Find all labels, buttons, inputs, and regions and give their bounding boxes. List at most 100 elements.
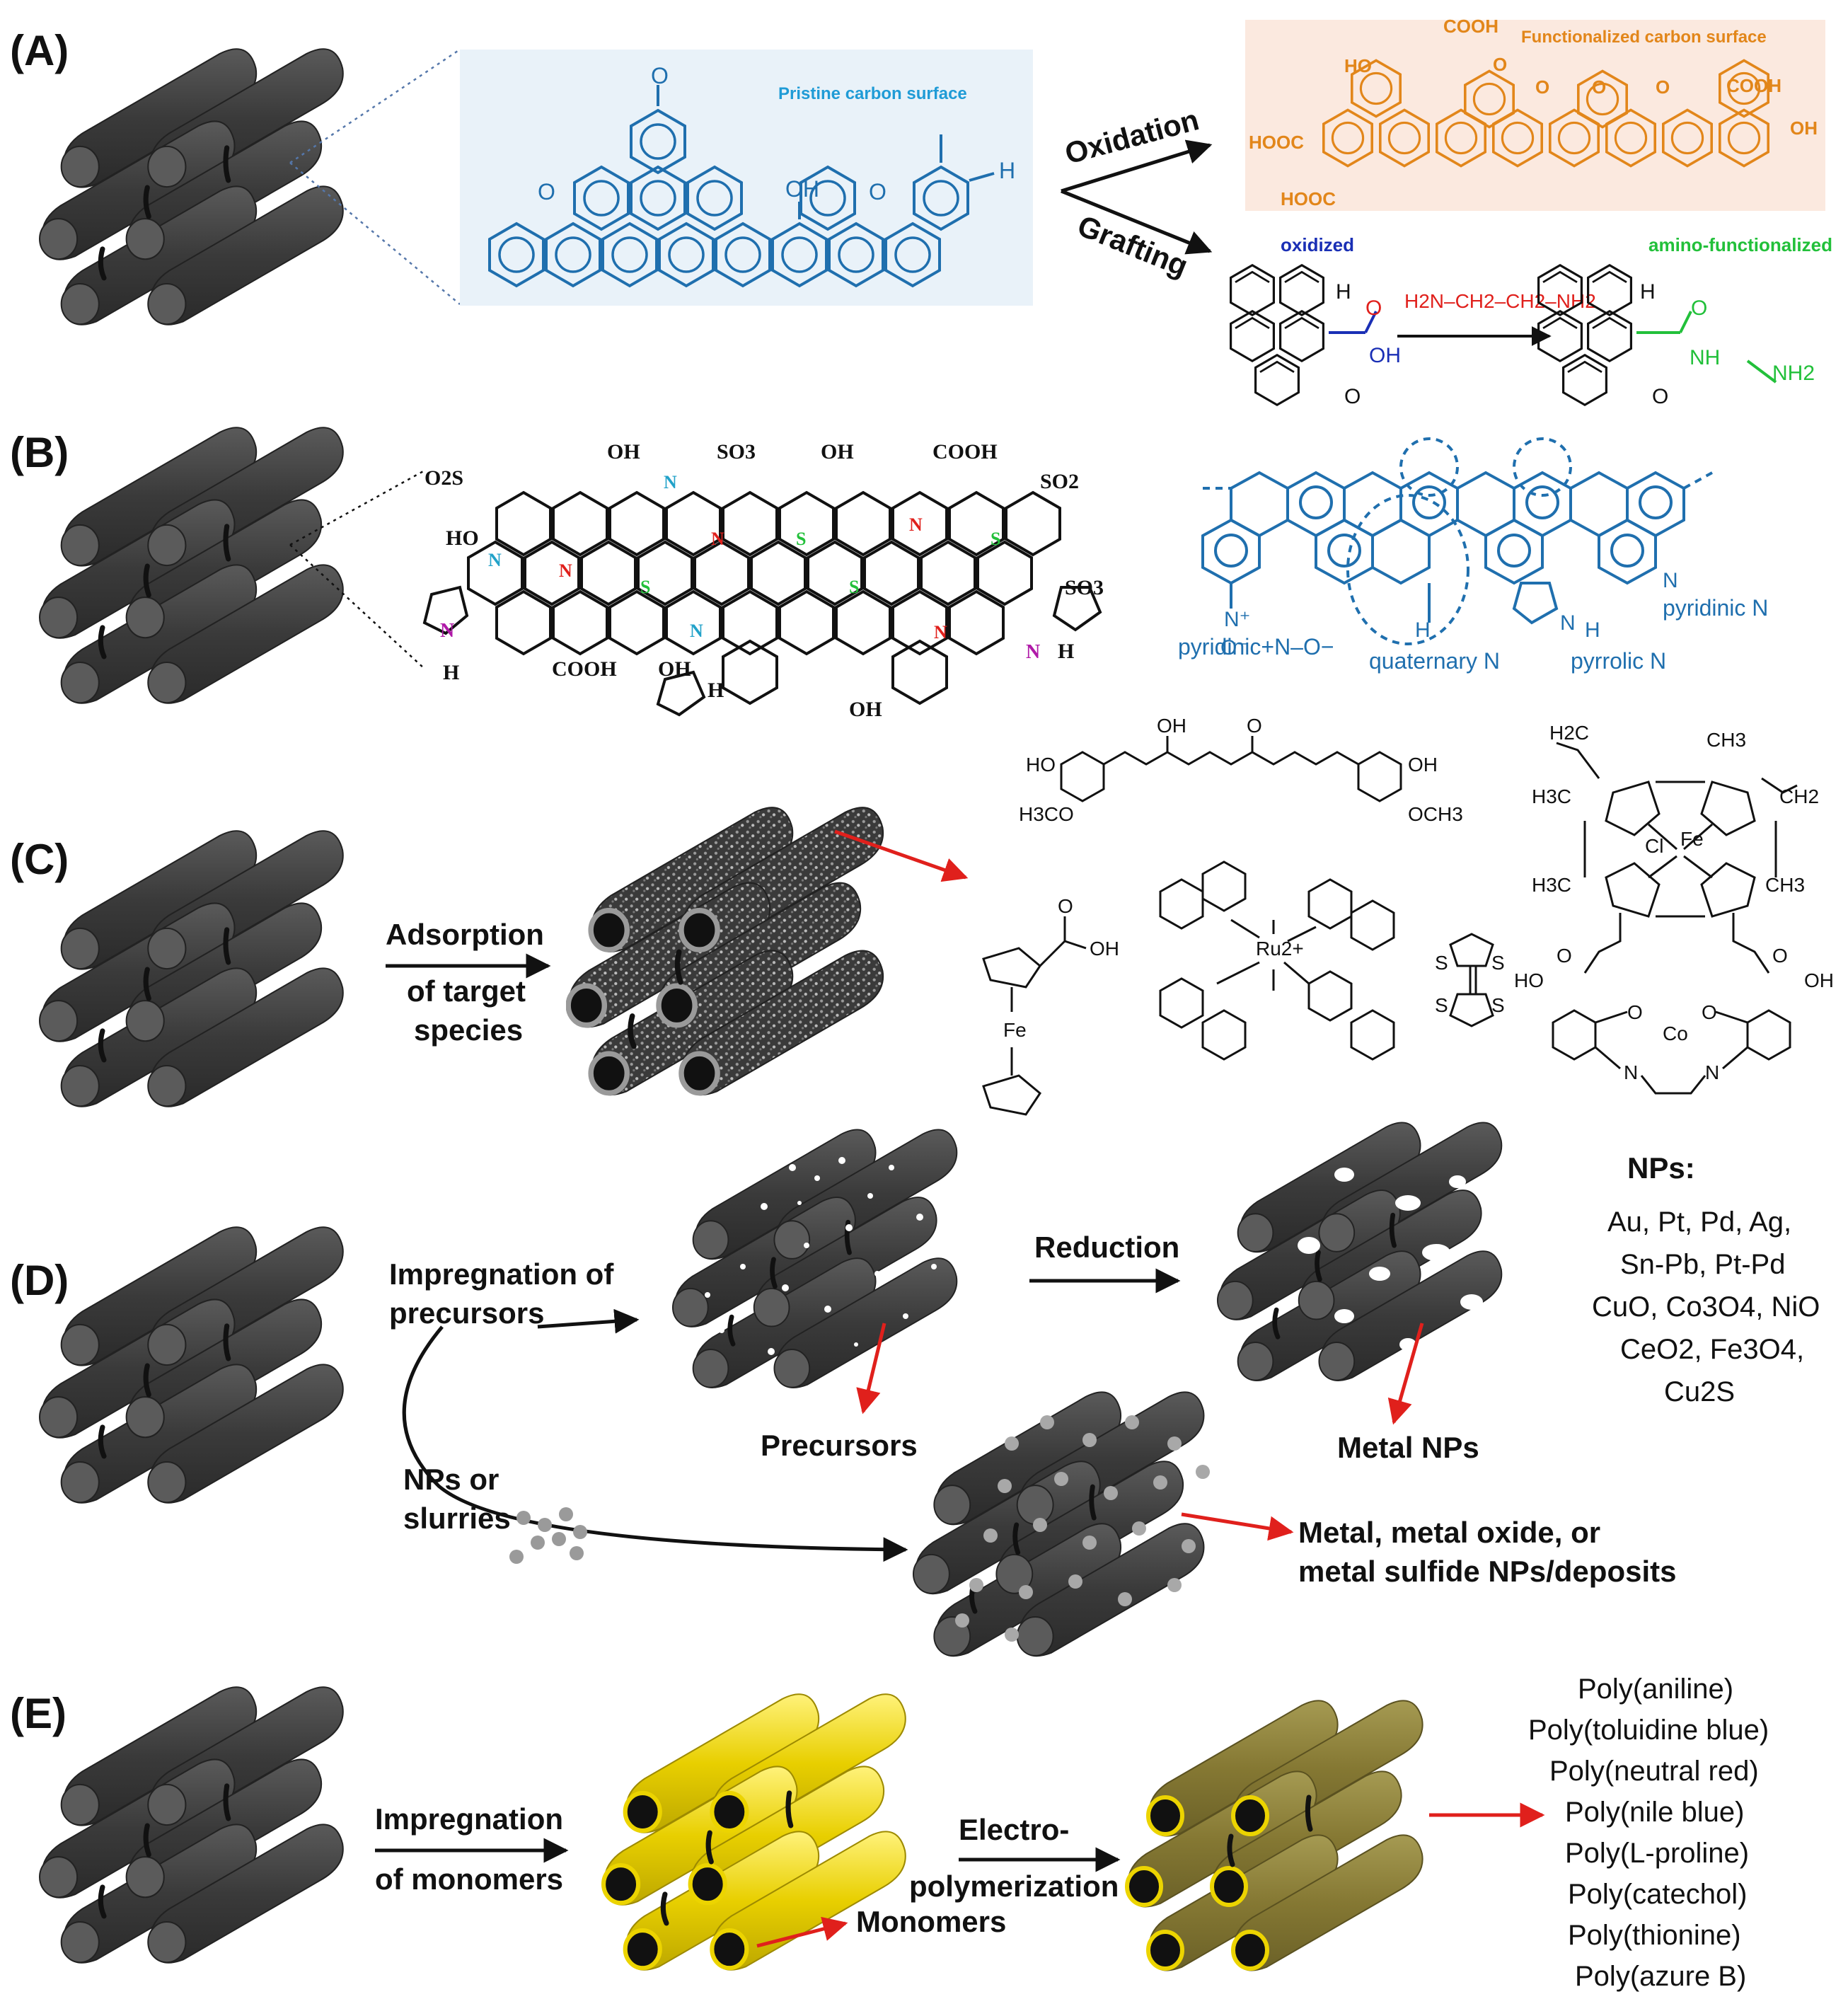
svg-text:S: S	[640, 577, 650, 597]
deposits-line-1: Metal, metal oxide, or	[1298, 1516, 1600, 1549]
precursor-rod-bundle	[673, 1129, 957, 1388]
pyridinic-n-label: pyridinic N	[1663, 595, 1768, 621]
ferrocene-group-3: Fe	[1003, 1019, 1027, 1041]
pristine-group-4: O	[869, 179, 887, 205]
pristine-group-2: O	[538, 179, 555, 205]
hemin-group-8: CH3	[1765, 874, 1805, 896]
doped-group-12: OH	[658, 657, 691, 681]
salen-group-5: N	[1705, 1061, 1719, 1083]
doped-group-13: OH	[849, 698, 882, 721]
nitrogen-types-structure	[1201, 437, 1713, 645]
func-group-1: COOH	[1443, 16, 1498, 37]
curcumin-group-4: OH	[1408, 754, 1438, 776]
pyrrolic-n-label: pyrrolic N	[1571, 648, 1666, 674]
svg-text:O⁻: O⁻	[1220, 636, 1248, 659]
pristine-surface-box	[460, 50, 1033, 306]
impregnation-e-line-1: Impregnation	[375, 1802, 563, 1836]
hemin-group-4: CH2	[1779, 785, 1819, 807]
doped-group-7: HO	[446, 526, 479, 550]
nps-or-slurries-line-2: slurries	[403, 1502, 511, 1535]
func-group-9: COOH	[1726, 75, 1781, 96]
nps-line-3: CuO, Co3O4, NiO	[1592, 1291, 1820, 1323]
ttf-s-4: S	[1491, 994, 1505, 1016]
doped-group-15: N	[1026, 641, 1040, 663]
func-group-7: O	[1656, 76, 1670, 98]
hemin-group-11: O	[1557, 945, 1572, 967]
nps-title: NPs:	[1627, 1151, 1695, 1185]
deposits-pointer	[1181, 1512, 1294, 1541]
monomers-pointer	[756, 1916, 848, 1948]
hemin-group-1: H2C	[1549, 722, 1589, 744]
svg-text:N: N	[488, 550, 502, 570]
svg-text:S: S	[991, 529, 1000, 549]
polymer-6: Poly(catechol)	[1568, 1879, 1747, 1910]
func-group-4: HOOC	[1249, 132, 1304, 153]
panel-d-label: (D)	[10, 1257, 69, 1304]
svg-text:N: N	[559, 560, 572, 581]
curcumin-group-5: H3CO	[1019, 803, 1074, 825]
amino-group-2: O	[1691, 296, 1707, 320]
polymer-4: Poly(nile blue)	[1565, 1797, 1744, 1828]
ttf-s-2: S	[1491, 952, 1505, 974]
oxidation-arrow	[1061, 139, 1213, 193]
curcumin-group-2: O	[1247, 715, 1262, 737]
panel-e-label: (E)	[10, 1690, 67, 1737]
amino-group-3: NH	[1690, 346, 1720, 369]
func-group-5: HOOC	[1281, 188, 1336, 209]
svg-text:N: N	[934, 622, 947, 643]
nps-or-slurries-line-1: NPs or	[403, 1463, 499, 1496]
svg-text:S: S	[849, 577, 859, 597]
nps-line-1: Au, Pt, Pd, Ag,	[1607, 1206, 1791, 1238]
salen-group-1: O	[1627, 1001, 1643, 1023]
oxidized-group-3: OH	[1369, 344, 1401, 367]
svg-text:N⁺: N⁺	[1224, 608, 1251, 631]
svg-text:S: S	[796, 529, 806, 549]
panel-c-label: (C)	[10, 836, 69, 883]
salen-group-4: N	[1624, 1061, 1638, 1083]
doped-group-8: SO3	[1065, 576, 1104, 599]
metal-np-rod-bundle	[1218, 1122, 1501, 1381]
salen-group-3: O	[1702, 1001, 1717, 1023]
adsorption-pointer-arrow	[834, 829, 969, 882]
ferrocene-group-1: OH	[1090, 938, 1119, 960]
nps-line-5: Cu2S	[1664, 1376, 1735, 1407]
polymer-8: Poly(azure B)	[1575, 1961, 1746, 1992]
nps-line-2: Sn-Pb, Pt-Pd	[1620, 1249, 1785, 1280]
svg-text:N: N	[664, 472, 677, 493]
doped-group-2: OH	[607, 440, 640, 463]
electro-line-1: Electro-	[959, 1813, 1069, 1846]
doped-carbon-structure	[422, 491, 1102, 717]
polymer-2: Poly(toluidine blue)	[1528, 1715, 1769, 1746]
hemin-group-2: CH3	[1706, 729, 1746, 751]
ttf-structure	[1449, 933, 1494, 1027]
doped-group-6: SO2	[1040, 470, 1079, 493]
ferrocene-structure	[982, 916, 1087, 1116]
polymer-3: Poly(neutral red)	[1549, 1756, 1759, 1787]
curcumin-group-1: OH	[1157, 715, 1186, 737]
amino-group-4: NH2	[1772, 362, 1815, 385]
precursors-pointer	[856, 1323, 887, 1415]
svg-text:H: H	[1585, 618, 1600, 642]
pristine-group-3: OH	[785, 176, 819, 202]
functionalized-surface-box	[1245, 20, 1825, 211]
salen-co-structure	[1552, 1009, 1791, 1095]
ru-center-label: Ru2+	[1256, 938, 1304, 960]
pristine-group-1: O	[651, 63, 669, 88]
doped-group-5: COOH	[932, 440, 998, 463]
panel-e: (E) Impregnation of monomers Monomers El…	[10, 1674, 1769, 1992]
process-c-line-2: of target	[407, 974, 526, 1008]
doped-group-16: H	[1058, 640, 1074, 663]
impregnation-arrow	[537, 1308, 640, 1334]
hemin-group-5: Cl	[1645, 835, 1663, 857]
electro-line-2: polymerization	[909, 1870, 1119, 1903]
doped-group-9: N	[440, 620, 454, 642]
deposit-rod-bundle	[913, 1392, 1210, 1656]
ferrocene-group-2: O	[1058, 895, 1073, 917]
func-group-8: O	[1535, 76, 1549, 98]
panel-a-label: (A)	[10, 27, 69, 74]
impregnation-d-line-2: precursors	[389, 1296, 544, 1330]
grafting-arrow	[1061, 189, 1213, 255]
svg-text:N: N	[690, 621, 703, 641]
metal-nps-label: Metal NPs	[1337, 1431, 1479, 1464]
